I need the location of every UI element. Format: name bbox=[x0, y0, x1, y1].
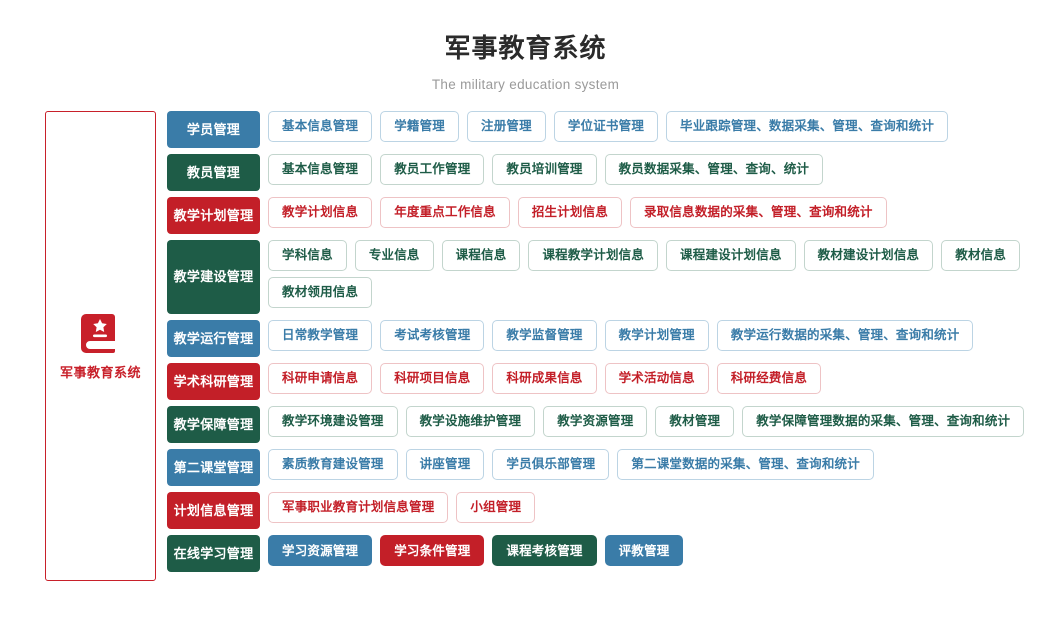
category-items: 基本信息管理教员工作管理教员培训管理教员数据采集、管理、查询、统计 bbox=[268, 154, 1051, 191]
category-button[interactable]: 学员管理 bbox=[167, 111, 260, 149]
category-items: 教学计划信息年度重点工作信息招生计划信息录取信息数据的采集、管理、查询和统计 bbox=[268, 197, 1051, 234]
main-content: 军事教育系统 学员管理基本信息管理学籍管理注册管理学位证书管理毕业跟踪管理、数据… bbox=[0, 111, 1051, 582]
item-button[interactable]: 教学资源管理 bbox=[543, 406, 648, 438]
item-button[interactable]: 教材领用信息 bbox=[268, 277, 373, 309]
item-button[interactable]: 学位证书管理 bbox=[553, 111, 659, 143]
category-row: 第二课堂管理素质教育建设管理讲座管理学员俱乐部管理第二课堂数据的采集、管理、查询… bbox=[167, 449, 1051, 487]
category-row: 学术科研管理科研申请信息科研项目信息科研成果信息学术活动信息科研经费信息 bbox=[167, 363, 1051, 401]
item-button[interactable]: 教员数据采集、管理、查询、统计 bbox=[604, 154, 824, 186]
item-button[interactable]: 课程信息 bbox=[441, 240, 521, 272]
item-button[interactable]: 教员培训管理 bbox=[492, 154, 597, 186]
category-items: 教学环境建设管理教学设施维护管理教学资源管理教材管理教学保障管理数据的采集、管理… bbox=[268, 406, 1051, 443]
category-items: 军事职业教育计划信息管理小组管理 bbox=[268, 492, 1051, 529]
category-button[interactable]: 第二课堂管理 bbox=[167, 449, 260, 487]
item-button[interactable]: 教学设施维护管理 bbox=[405, 406, 536, 438]
item-button[interactable]: 注册管理 bbox=[467, 111, 546, 143]
sidebar-root-label: 军事教育系统 bbox=[59, 365, 141, 381]
category-button[interactable]: 计划信息管理 bbox=[167, 492, 260, 530]
category-items: 素质教育建设管理讲座管理学员俱乐部管理第二课堂数据的采集、管理、查询和统计 bbox=[268, 449, 1051, 486]
item-button[interactable]: 年度重点工作信息 bbox=[380, 197, 510, 229]
item-button[interactable]: 科研经费信息 bbox=[716, 363, 822, 395]
item-button[interactable]: 课程教学计划信息 bbox=[528, 240, 659, 272]
category-items: 基本信息管理学籍管理注册管理学位证书管理毕业跟踪管理、数据采集、管理、查询和统计 bbox=[268, 111, 1051, 148]
item-button[interactable]: 科研申请信息 bbox=[268, 363, 373, 395]
category-button[interactable]: 学术科研管理 bbox=[167, 363, 260, 401]
item-button[interactable]: 教学环境建设管理 bbox=[268, 406, 398, 438]
item-button[interactable]: 录取信息数据的采集、管理、查询和统计 bbox=[630, 197, 887, 229]
item-button[interactable]: 日常教学管理 bbox=[268, 320, 373, 352]
item-button[interactable]: 学籍管理 bbox=[380, 111, 460, 143]
item-button[interactable]: 学术活动信息 bbox=[604, 363, 709, 395]
category-items: 日常教学管理考试考核管理教学监督管理教学计划管理教学运行数据的采集、管理、查询和… bbox=[268, 320, 1051, 357]
book-star-icon bbox=[80, 311, 121, 354]
item-button[interactable]: 讲座管理 bbox=[405, 449, 485, 481]
category-button[interactable]: 教学建设管理 bbox=[167, 240, 260, 315]
category-row: 教学保障管理教学环境建设管理教学设施维护管理教学资源管理教材管理教学保障管理数据… bbox=[167, 406, 1051, 444]
page-title: 军事教育系统 bbox=[444, 33, 607, 63]
category-button[interactable]: 在线学习管理 bbox=[167, 535, 260, 573]
item-button[interactable]: 学员俱乐部管理 bbox=[492, 449, 610, 481]
item-button[interactable]: 第二课堂数据的采集、管理、查询和统计 bbox=[617, 449, 874, 481]
category-row: 计划信息管理军事职业教育计划信息管理小组管理 bbox=[167, 492, 1051, 530]
category-button[interactable]: 教学保障管理 bbox=[167, 406, 260, 444]
category-items: 学科信息专业信息课程信息课程教学计划信息课程建设计划信息教材建设计划信息教材信息… bbox=[268, 240, 1051, 314]
category-row: 教学运行管理日常教学管理考试考核管理教学监督管理教学计划管理教学运行数据的采集、… bbox=[167, 320, 1051, 358]
item-button[interactable]: 基本信息管理 bbox=[268, 154, 373, 186]
item-button[interactable]: 教员工作管理 bbox=[380, 154, 485, 186]
item-button[interactable]: 科研成果信息 bbox=[492, 363, 597, 395]
category-button[interactable]: 教员管理 bbox=[167, 154, 260, 192]
page-subtitle: The military education system bbox=[431, 77, 620, 93]
category-button[interactable]: 教学计划管理 bbox=[167, 197, 260, 235]
category-button[interactable]: 教学运行管理 bbox=[167, 320, 260, 358]
item-button[interactable]: 学习资源管理 bbox=[268, 535, 373, 567]
item-button[interactable]: 课程建设计划信息 bbox=[666, 240, 796, 272]
item-button[interactable]: 毕业跟踪管理、数据采集、管理、查询和统计 bbox=[666, 111, 949, 143]
category-row: 教学计划管理教学计划信息年度重点工作信息招生计划信息录取信息数据的采集、管理、查… bbox=[167, 197, 1051, 235]
category-row: 教学建设管理学科信息专业信息课程信息课程教学计划信息课程建设计划信息教材建设计划… bbox=[167, 240, 1051, 315]
item-button[interactable]: 学科信息 bbox=[268, 240, 347, 272]
category-row: 教员管理基本信息管理教员工作管理教员培训管理教员数据采集、管理、查询、统计 bbox=[167, 154, 1051, 192]
category-rows: 学员管理基本信息管理学籍管理注册管理学位证书管理毕业跟踪管理、数据采集、管理、查… bbox=[167, 111, 1051, 578]
item-button[interactable]: 素质教育建设管理 bbox=[268, 449, 398, 481]
category-items: 学习资源管理学习条件管理课程考核管理评教管理 bbox=[268, 535, 1051, 572]
item-button[interactable]: 学习条件管理 bbox=[380, 535, 485, 567]
category-row: 学员管理基本信息管理学籍管理注册管理学位证书管理毕业跟踪管理、数据采集、管理、查… bbox=[167, 111, 1051, 149]
item-button[interactable]: 评教管理 bbox=[604, 535, 684, 567]
item-button[interactable]: 教材管理 bbox=[655, 406, 735, 438]
item-button[interactable]: 教学计划管理 bbox=[604, 320, 709, 352]
item-button[interactable]: 科研项目信息 bbox=[380, 363, 485, 395]
item-button[interactable]: 教材建设计划信息 bbox=[803, 240, 934, 272]
item-button[interactable]: 军事职业教育计划信息管理 bbox=[268, 492, 449, 524]
item-button[interactable]: 课程考核管理 bbox=[492, 535, 597, 567]
page-header: 军事教育系统 The military education system bbox=[0, 0, 1051, 92]
category-items: 科研申请信息科研项目信息科研成果信息学术活动信息科研经费信息 bbox=[268, 363, 1051, 400]
item-button[interactable]: 教学运行数据的采集、管理、查询和统计 bbox=[716, 320, 974, 352]
item-button[interactable]: 招生计划信息 bbox=[517, 197, 623, 229]
item-button[interactable]: 考试考核管理 bbox=[380, 320, 485, 352]
sidebar-root-node[interactable]: 军事教育系统 bbox=[45, 111, 156, 582]
item-button[interactable]: 基本信息管理 bbox=[268, 111, 373, 143]
item-button[interactable]: 教材信息 bbox=[941, 240, 1021, 272]
item-button[interactable]: 小组管理 bbox=[456, 492, 536, 524]
item-button[interactable]: 教学计划信息 bbox=[268, 197, 373, 229]
item-button[interactable]: 教学监督管理 bbox=[492, 320, 597, 352]
item-button[interactable]: 专业信息 bbox=[354, 240, 434, 272]
item-button[interactable]: 教学保障管理数据的采集、管理、查询和统计 bbox=[742, 406, 1025, 438]
category-row: 在线学习管理学习资源管理学习条件管理课程考核管理评教管理 bbox=[167, 535, 1051, 573]
